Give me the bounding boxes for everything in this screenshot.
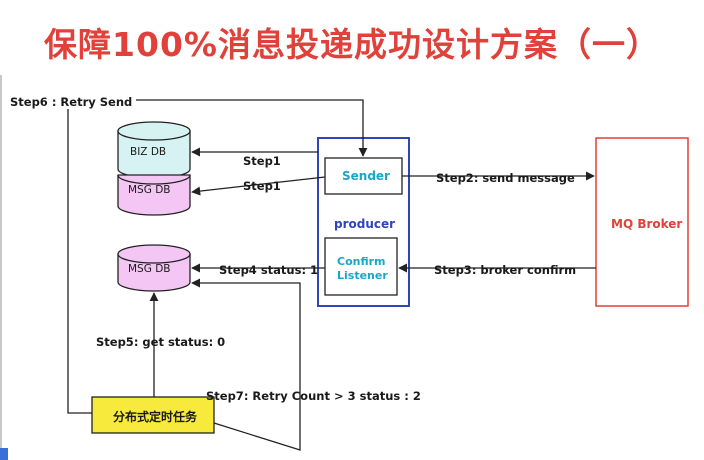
scheduler-box [91, 396, 215, 434]
left-edge-rule [0, 75, 2, 460]
biz-db-label: BIZ DB [130, 146, 167, 158]
biz-db-cylinder [117, 121, 191, 179]
step3-label: Step3: broker confirm [434, 263, 577, 277]
mq-broker-box [595, 137, 689, 307]
msg-db-top-label: MSG DB [128, 184, 171, 196]
scheduler-label: 分布式定时任务 [113, 410, 198, 424]
sender-box [324, 157, 403, 195]
step1-label-a: Step1 [243, 154, 281, 168]
sender-label: Sender [342, 169, 390, 183]
step4-label: Step4 status: 1 [219, 263, 319, 277]
step7-path [191, 278, 301, 451]
mq-broker-label: MQ Broker [611, 217, 683, 231]
msg-db-bottom-label: MSG DB [128, 263, 171, 275]
confirm-listener-label-line2: Listener [337, 269, 388, 282]
step7-label: Step7: Retry Count > 3 status : 2 [206, 389, 421, 403]
step2-label: Step2: send message [436, 171, 575, 185]
producer-label: producer [334, 217, 396, 231]
confirm-listener-box [324, 237, 398, 296]
confirm-listener-label-line1: Confirm [337, 255, 386, 268]
page-title: 保障100%消息投递成功设计方案（一） [44, 25, 660, 64]
step1-arrow-msg [191, 176, 326, 196]
msg-db-bottom-cylinder [117, 244, 191, 292]
msg-db-top-cylinder [117, 174, 191, 216]
step1-label-b: Step1 [243, 179, 281, 193]
step6-label: Step6 : Retry Send [10, 95, 137, 109]
step5-label: Step5: get status: 0 [96, 335, 226, 349]
corner-marker [0, 448, 8, 460]
